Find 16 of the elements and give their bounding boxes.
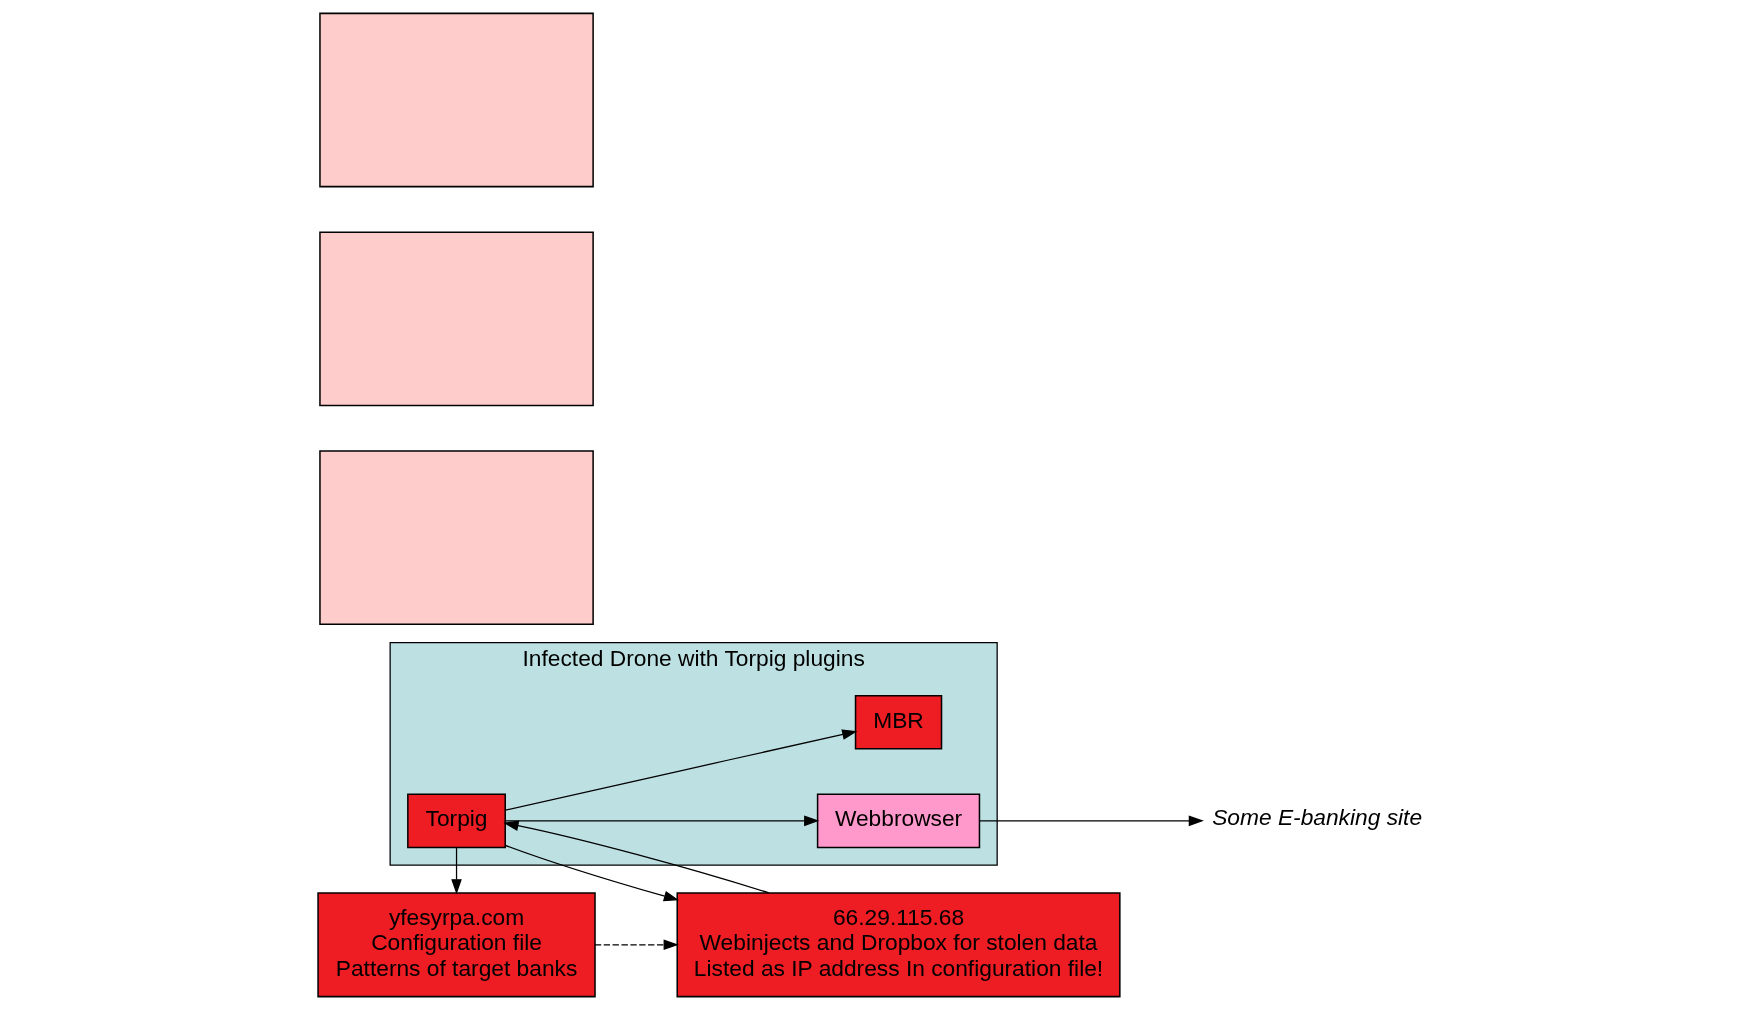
node-box: yfesyrpa.com Configuration file Patterns of target banks <box>316 892 596 998</box>
node-box: 66.29.115.68 Webinjects and Dropbox for stolen data Listed as IP address In configuration file! <box>675 892 1121 998</box>
arrow <box>593 939 679 951</box>
arrow <box>504 844 679 902</box>
node-box: MBR <box>854 694 942 750</box>
arrow <box>504 729 857 811</box>
node-box <box>318 450 594 625</box>
node-box: Torpig <box>406 793 506 849</box>
arrow <box>978 815 1204 827</box>
node-box <box>318 12 594 188</box>
node-box: Webbrowser <box>816 793 980 849</box>
node-text: Some E-banking site <box>1211 804 1422 831</box>
arrow <box>450 847 462 895</box>
node-box <box>318 231 594 407</box>
arrow <box>504 815 819 827</box>
arrow <box>502 820 770 894</box>
